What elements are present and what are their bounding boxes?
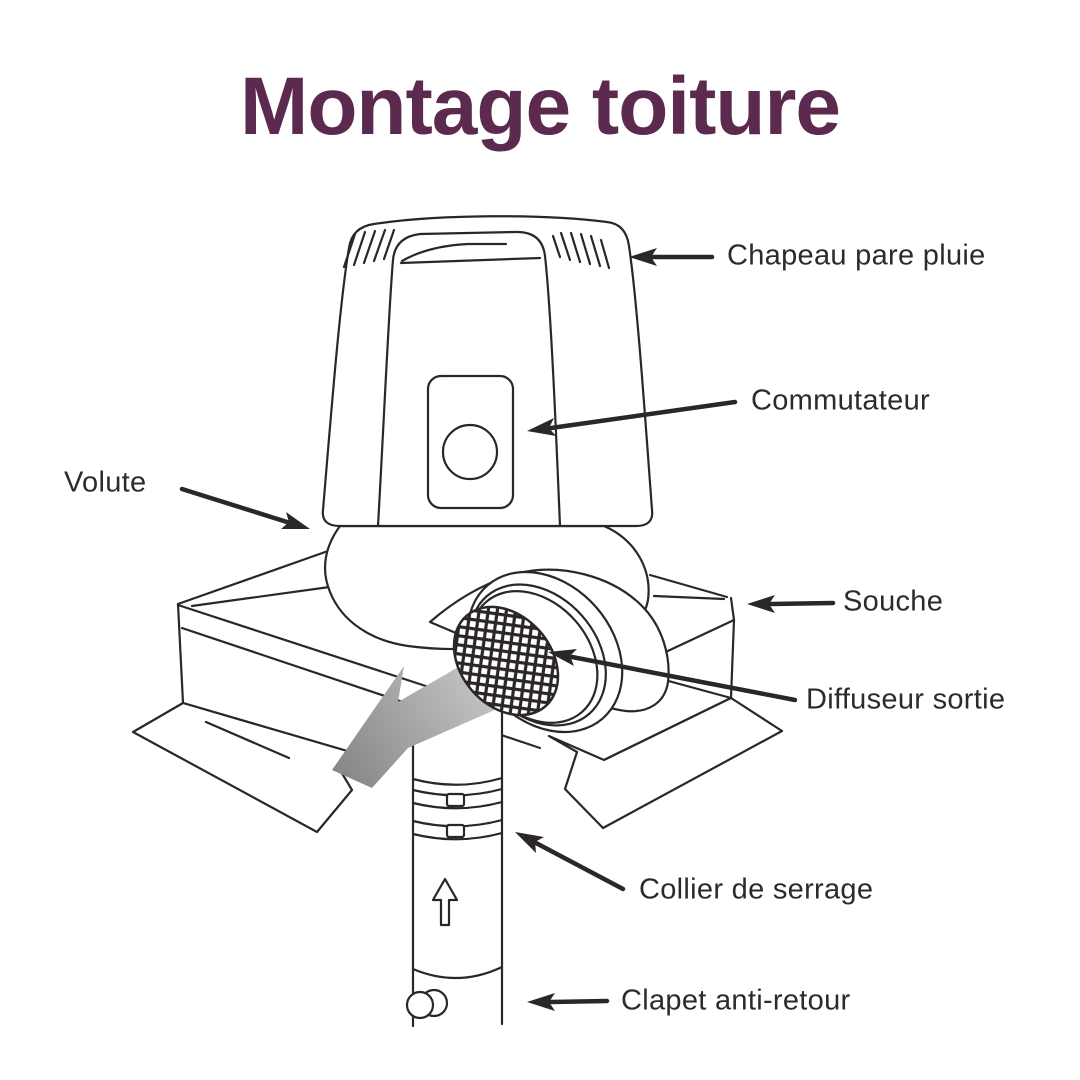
flow-direction-marker (431, 877, 459, 927)
arrow-commutateur (527, 399, 738, 436)
label-chapeau-pare-pluie: Chapeau pare pluie (727, 239, 986, 272)
rain-cap (321, 215, 654, 528)
clamp-band-lower (411, 818, 504, 841)
arrow-chapeau (629, 248, 715, 266)
roof-flashing-left (131, 701, 356, 834)
vent-slot (400, 242, 508, 263)
diffuser-grille (452, 605, 560, 717)
clamp-buckle (445, 792, 466, 808)
switch-plate (426, 374, 515, 510)
label-volute: Volute (64, 466, 147, 499)
check-valve-knob (405, 988, 449, 1020)
label-clapet-anti-retour: Clapet anti-retour (621, 984, 851, 1017)
duct-pipe (405, 693, 504, 1028)
arrow-collier (515, 832, 626, 892)
arrow-clapet (527, 993, 610, 1011)
cap-vent-hatching-right (551, 231, 611, 270)
clamp-buckle (445, 823, 466, 839)
roof-flashing-right (547, 696, 784, 830)
outlet-diffuser (428, 568, 670, 734)
arrow-volute (179, 486, 310, 529)
label-collier-de-serrage: Collier de serrage (639, 873, 874, 906)
label-commutateur: Commutateur (751, 384, 930, 417)
arrow-diffuseur (548, 649, 798, 703)
clamp-band-upper (411, 787, 504, 810)
cap-vent-hatching-left (342, 228, 396, 269)
label-diffuseur-sortie: Diffuseur sortie (806, 683, 1006, 716)
label-souche: Souche (843, 585, 944, 618)
page-title: Montage toiture (240, 61, 841, 152)
arrow-souche (747, 595, 836, 613)
switch-button (441, 423, 499, 481)
leader-arrows (179, 248, 836, 1011)
